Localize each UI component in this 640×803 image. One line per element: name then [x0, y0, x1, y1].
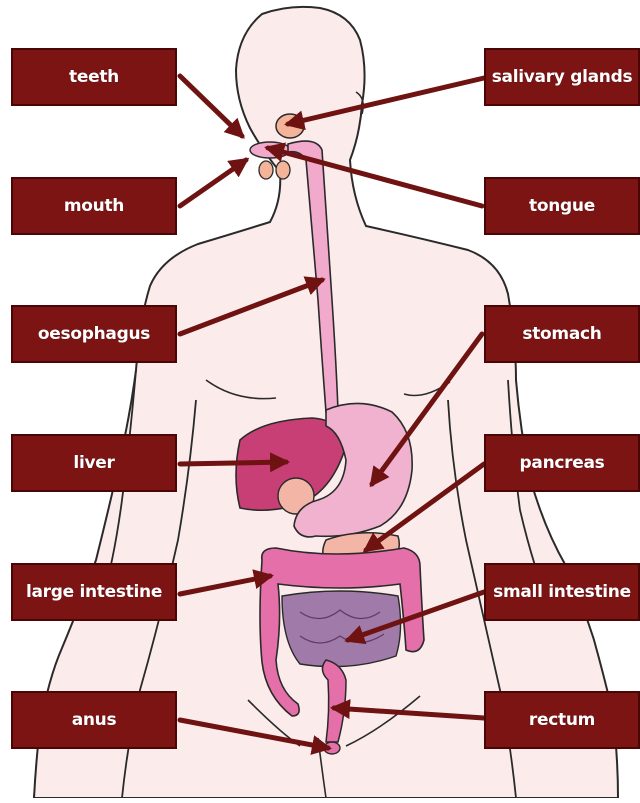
sublingual-gland-2 [276, 161, 290, 179]
sublingual-gland-1 [259, 161, 273, 179]
arrow-liver [180, 462, 286, 464]
label-large-intestine: large intestine [11, 563, 177, 621]
label-tongue: tongue [484, 177, 640, 235]
label-teeth: teeth [11, 48, 177, 106]
label-stomach: stomach [484, 305, 640, 363]
label-pancreas: pancreas [484, 434, 640, 492]
label-small-intestine: small intestine [484, 563, 640, 621]
label-liver: liver [11, 434, 177, 492]
label-salivary-glands: salivary glands [484, 48, 640, 106]
label-anus: anus [11, 691, 177, 749]
label-oesophagus: oesophagus [11, 305, 177, 363]
arrow-mouth [180, 160, 246, 206]
label-mouth: mouth [11, 177, 177, 235]
label-rectum: rectum [484, 691, 640, 749]
arrow-teeth [180, 76, 242, 136]
